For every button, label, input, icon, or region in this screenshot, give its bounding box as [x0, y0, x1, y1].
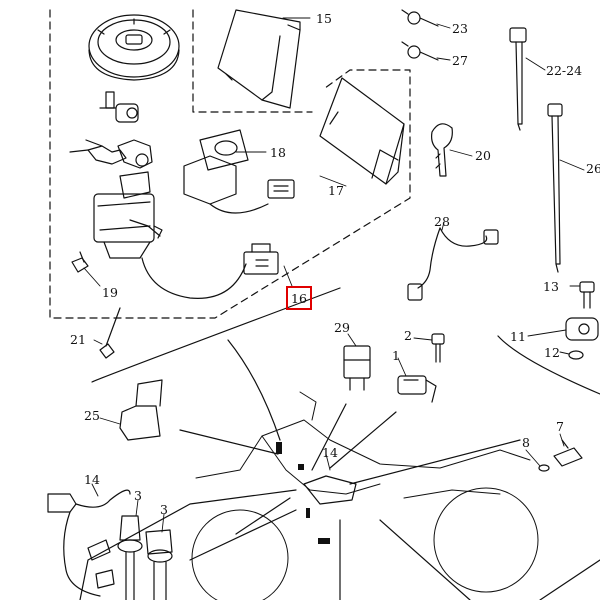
fuel-cap-icon	[88, 14, 180, 81]
screw-2-icon	[431, 333, 445, 363]
part-label-22-24[interactable]: 22-24	[546, 63, 582, 78]
ignition-switch-icon	[87, 139, 163, 259]
leader-lines	[83, 17, 585, 533]
clamp-27-icon	[401, 41, 439, 61]
part-label-3-left[interactable]: 3	[134, 488, 142, 503]
harness-14-icon	[47, 489, 131, 597]
frame-marker-group	[276, 442, 330, 544]
key-icon	[431, 123, 453, 177]
part-label-18[interactable]: 18	[270, 145, 286, 160]
part-label-3-right[interactable]: 3	[160, 502, 168, 517]
harness-connector-icon	[243, 243, 279, 275]
ignition-wire-harness	[141, 257, 247, 299]
part-label-13[interactable]: 13	[543, 279, 559, 294]
part-label-23[interactable]: 23	[452, 21, 468, 36]
part-label-14-frame[interactable]: 14	[322, 445, 338, 460]
sensor-harness-28-icon	[407, 227, 499, 301]
callout-curve-upper-left	[91, 287, 341, 383]
part-label-15[interactable]: 15	[316, 11, 332, 26]
part-label-8[interactable]: 8	[522, 435, 530, 450]
bolt-19-icon	[71, 251, 89, 273]
part-labels: 15 23 27 22-24 26 20 18 17 16 19 21 28 1…	[70, 11, 600, 517]
part-label-25[interactable]: 25	[84, 408, 100, 423]
part-label-12[interactable]: 12	[544, 345, 560, 360]
bracket-25-icon	[119, 379, 163, 441]
callout-curve-upper-right	[497, 335, 600, 395]
washer-8-icon	[538, 464, 550, 472]
ecu-unit-15-icon	[217, 9, 301, 109]
bolt-13-icon	[579, 281, 595, 309]
o-ring-12-icon	[568, 350, 584, 360]
cable-tie-26-icon	[547, 103, 563, 273]
sensor-1-icon	[397, 375, 437, 403]
dashed-group-outline-main	[49, 9, 411, 319]
sensor-7-icon	[553, 439, 583, 467]
lock-cylinder-icon	[99, 91, 139, 123]
motorcycle-outline	[191, 391, 539, 600]
highlighted-part-box	[286, 286, 312, 310]
part-label-7[interactable]: 7	[556, 419, 564, 434]
sensor-3a-icon	[117, 515, 143, 600]
part-label-20[interactable]: 20	[475, 148, 491, 163]
part-label-19[interactable]: 19	[102, 285, 118, 300]
part-label-14-harness[interactable]: 14	[84, 472, 100, 487]
part-label-17[interactable]: 17	[328, 183, 344, 198]
bolt-21-icon	[99, 307, 121, 359]
part-label-11[interactable]: 11	[510, 329, 526, 344]
clamp-23-icon	[401, 9, 439, 27]
sensor-3b-icon	[145, 529, 173, 600]
sensor-11-icon	[565, 317, 599, 341]
harness-callout-lines	[79, 339, 600, 600]
relay-29-icon	[343, 345, 371, 391]
cable-tie-22-24-icon	[509, 27, 527, 131]
part-label-26[interactable]: 26	[586, 161, 600, 176]
part-label-27[interactable]: 27	[452, 53, 468, 68]
part-label-1[interactable]: 1	[392, 348, 400, 363]
part-label-16[interactable]: 16	[291, 291, 307, 306]
ecu-unit-17-icon	[319, 77, 405, 185]
part-label-21[interactable]: 21	[70, 332, 86, 347]
part-label-2[interactable]: 2	[404, 328, 412, 343]
dashed-group-outline-ecu	[192, 9, 313, 113]
part-label-29[interactable]: 29	[334, 320, 350, 335]
part-label-28[interactable]: 28	[434, 214, 450, 229]
immobilizer-unit-icon	[183, 129, 295, 214]
key-ring-icon	[69, 139, 149, 167]
